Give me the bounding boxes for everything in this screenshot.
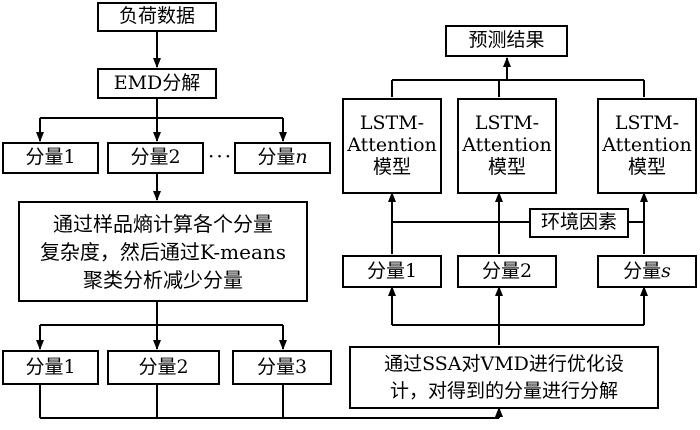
component-right-s-prefix: 分量 [623,259,662,282]
component-right-s-suffix: s [661,259,671,282]
component-right-1-prefix: 分量 [366,259,405,282]
entropy-kmeans-box: 通过样品熵计算各个分量 复杂度，然后通过K-means 聚类分析减少分量 [18,201,308,302]
component-bottom-3-label: 分量3 [256,355,308,378]
load-data-box: 负荷数据 [97,2,217,32]
emd-label: EMD分解 [113,71,201,94]
entropy-line-1: 通过样品熵计算各个分量 [53,211,273,236]
component-bottom-2-label: 分量2 [138,355,189,378]
ellipsis: ··· [208,144,234,168]
model-3-line-2: Attention [602,134,692,157]
component-top-1-suffix: 1 [63,146,76,169]
prediction-result-label: 预测结果 [468,29,545,52]
prediction-result-box: 预测结果 [445,25,568,57]
load-data-label: 负荷数据 [118,5,195,28]
component-top-1-prefix: 分量 [25,146,64,169]
model-3-line-3: 模型 [627,155,666,178]
environment-factors-box: 环境因素 [529,208,629,238]
lstm-attention-model-2: LSTM- Attention 模型 [457,98,557,194]
component-right-1-suffix: 1 [404,259,418,282]
lstm-attention-model-3: LSTM- Attention 模型 [597,98,697,194]
model-2-line-3: 模型 [487,155,526,178]
ssa-line-1: 通过SSA对VMD进行优化设 [384,352,624,375]
component-bottom-2: 分量2 [107,350,220,385]
component-right-2-suffix: 2 [519,259,533,282]
environment-factors-label: 环境因素 [540,211,617,234]
component-top-2-prefix: 分量 [130,146,169,169]
component-bottom-3: 分量3 [232,350,332,385]
entropy-line-3: 聚类分析减少分量 [83,267,243,292]
component-top-n-suffix: n [295,146,308,169]
model-1-line-1: LSTM- [359,112,425,135]
component-top-n-prefix: 分量 [257,146,296,169]
model-3-line-1: LSTM- [614,112,680,135]
model-2-line-1: LSTM- [474,112,540,135]
component-bottom-1-label: 分量1 [25,355,76,378]
ssa-line-2: 计，对得到的分量进行分解 [389,379,618,402]
model-1-line-2: Attention [347,134,437,157]
model-2-line-2: Attention [462,134,552,157]
emd-box: EMD分解 [97,68,217,99]
component-bottom-1: 分量1 [2,350,99,385]
entropy-line-2: 复杂度，然后通过K-means [39,239,287,264]
component-right-2-prefix: 分量 [481,259,520,282]
ssa-vmd-box: 通过SSA对VMD进行优化设 计，对得到的分量进行分解 [349,346,659,409]
model-1-line-3: 模型 [372,155,411,178]
component-top-2-suffix: 2 [168,146,181,169]
lstm-attention-model-1: LSTM- Attention 模型 [342,98,442,194]
